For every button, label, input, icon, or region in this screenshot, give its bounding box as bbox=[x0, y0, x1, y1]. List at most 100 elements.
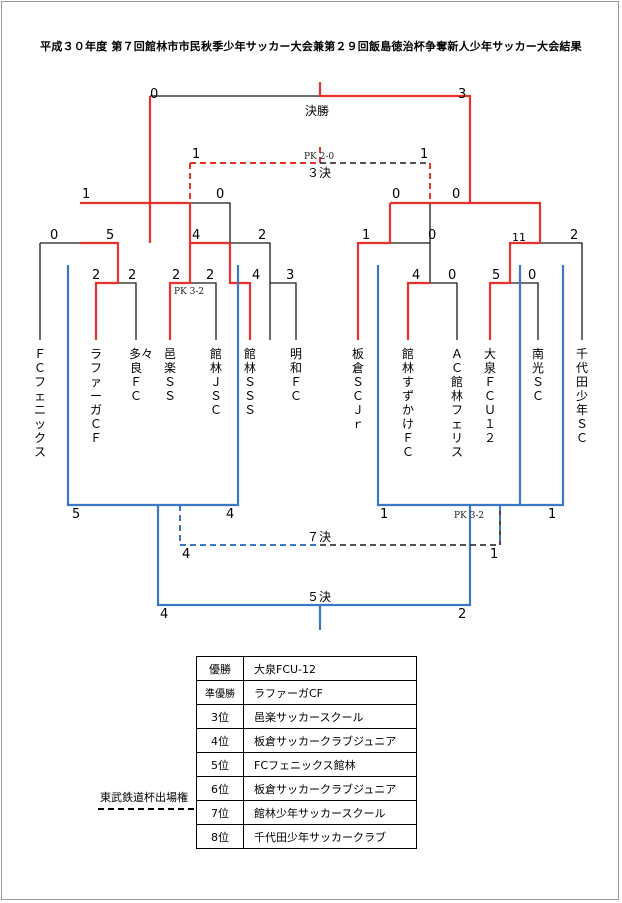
third-place-label: ３決 bbox=[307, 166, 332, 180]
score-cons-right-left: 1 bbox=[380, 507, 389, 522]
final-winner-path bbox=[318, 82, 472, 203]
qf2-right-arm bbox=[230, 242, 271, 340]
seventh-place-label: ７決 bbox=[307, 530, 332, 544]
page-title: 平成３０年度 第７回館林市市民秋季少年サッカー大会兼第２９回飯島徳治杯争奪新人少… bbox=[40, 40, 582, 53]
team-tatebayashi-sss: 館林ＳＳＳ bbox=[243, 347, 256, 417]
score-cons-right-right: 1 bbox=[548, 507, 557, 522]
cons-right-right-arm bbox=[520, 265, 565, 507]
seventh-left-dash bbox=[179, 505, 320, 546]
team-cell: 大泉FCU-12 bbox=[243, 656, 417, 681]
seventh-pk-note: PK 3-2 bbox=[454, 511, 485, 521]
score-qf4-left: 11 bbox=[512, 231, 526, 244]
team-cell: ラファーガCF bbox=[243, 680, 417, 705]
score-fifth-right: 2 bbox=[458, 607, 467, 622]
score-qf3-left: 1 bbox=[362, 228, 371, 243]
score-seventh-left: 4 bbox=[182, 547, 191, 562]
score-qf2-left: 4 bbox=[192, 228, 201, 243]
rank-cell: 3位 bbox=[196, 704, 244, 729]
table-row: 優勝大泉FCU-12 bbox=[196, 656, 417, 681]
score-sf-left-right: 0 bbox=[216, 187, 225, 202]
score-seventh-right: 1 bbox=[490, 547, 499, 562]
score-final-left: 0 bbox=[150, 87, 159, 102]
fifth-place-label: ５決 bbox=[307, 590, 332, 604]
team-ora-ss: 邑楽ＳＳ bbox=[163, 347, 176, 403]
r1-pk-note: PK 3-2 bbox=[174, 287, 205, 297]
team-meiwa-fc: 明和ＦＣ bbox=[289, 347, 302, 403]
team-cell: 館林少年サッカースクール bbox=[243, 800, 417, 825]
team-cell: 板倉サッカークラブジュニア bbox=[243, 776, 417, 801]
rank-cell: 8位 bbox=[196, 824, 244, 849]
score-third-left: 1 bbox=[192, 147, 201, 162]
cons-left-right-arm bbox=[158, 265, 240, 507]
team-oizumi-fcu12: 大泉ＦＣＵ１２ bbox=[483, 347, 496, 445]
score-r1b-left: 2 bbox=[172, 268, 181, 283]
team-cell: 板倉サッカークラブジュニア bbox=[243, 728, 417, 753]
rank-cell: 5位 bbox=[196, 752, 244, 777]
team-ac-tatebayashi-felice: ＡＣ館林フェリス bbox=[450, 347, 463, 459]
score-sf-left-left: 1 bbox=[82, 187, 91, 202]
fifth-place-path bbox=[66, 265, 522, 607]
score-qf4-right: 2 bbox=[570, 228, 579, 243]
table-row: 8位千代田少年サッカークラブ bbox=[196, 824, 417, 849]
score-r1c-right: 3 bbox=[286, 268, 295, 283]
score-final-right: 3 bbox=[458, 87, 467, 102]
score-sf-right-right: 0 bbox=[452, 187, 461, 202]
r1b-right-arm bbox=[190, 282, 217, 340]
score-qf3-right: 0 bbox=[428, 228, 437, 243]
score-r1a-right: 2 bbox=[128, 268, 137, 283]
rank-cell: 6位 bbox=[196, 776, 244, 801]
rank-cell: 4位 bbox=[196, 728, 244, 753]
score-qf2-right: 2 bbox=[258, 228, 267, 243]
score-r1b-right: 2 bbox=[206, 268, 215, 283]
rafaga-path bbox=[80, 241, 120, 340]
r1e-right-arm bbox=[510, 282, 539, 340]
third-pk-note: PK 2-0 bbox=[304, 152, 335, 162]
team-fc-phoenix: ＦＣフェニックス bbox=[33, 347, 46, 459]
score-cons-left-left: 5 bbox=[72, 507, 81, 522]
third-left-dash bbox=[190, 145, 321, 164]
team-tatebayashi-jsc: 館林ＪＳＣ bbox=[209, 347, 222, 417]
rank-cell: 準優勝 bbox=[196, 680, 244, 705]
itakura-path bbox=[356, 203, 392, 340]
score-r1d-left: 4 bbox=[412, 268, 421, 283]
table-row: 3位邑楽サッカースクール bbox=[196, 704, 417, 729]
ora-path bbox=[168, 243, 192, 340]
results-table: 優勝大泉FCU-12 準優勝ラファーガCF 3位邑楽サッカースクール 4位板倉サ… bbox=[196, 656, 417, 849]
score-third-right: 1 bbox=[420, 147, 429, 162]
qf4-right-arm bbox=[540, 242, 583, 340]
team-nanko-sc: 南光ＳＣ bbox=[531, 347, 544, 403]
score-fifth-left: 4 bbox=[160, 607, 169, 622]
score-cons-left-right: 4 bbox=[226, 507, 235, 522]
oizumi-path bbox=[488, 241, 540, 340]
table-row: 7位館林少年サッカースクール bbox=[196, 800, 417, 825]
final-label: 決勝 bbox=[305, 104, 330, 118]
score-r1e-right: 0 bbox=[528, 268, 537, 283]
score-r1d-right: 0 bbox=[448, 268, 457, 283]
suzukake-path bbox=[406, 281, 430, 340]
team-suzukake-fc: 館林すずかけＦＣ bbox=[401, 347, 414, 459]
rank-cell: 優勝 bbox=[196, 656, 244, 681]
semifinal-right-winner bbox=[470, 201, 542, 243]
table-row: 6位板倉サッカークラブジュニア bbox=[196, 776, 417, 801]
team-rafaga-cf: ラファーガＣＦ bbox=[89, 347, 102, 445]
team-chiyoda-sc: 千代田少年ＳＣ bbox=[575, 347, 588, 445]
score-qf1-right: 5 bbox=[106, 228, 115, 243]
score-r1e-left: 5 bbox=[492, 268, 501, 283]
seventh-right-dash bbox=[320, 505, 501, 546]
r1c-right-arm bbox=[270, 282, 297, 340]
tatebayashi-sss-path bbox=[228, 243, 252, 340]
qualification-note: 東武鉄道杯出場権 bbox=[100, 791, 188, 804]
r1a-right-arm bbox=[118, 282, 137, 340]
score-r1c-left: 4 bbox=[252, 268, 261, 283]
score-qf1-left: 0 bbox=[50, 228, 59, 243]
table-row: 準優勝ラファーガCF bbox=[196, 680, 417, 705]
cons-right-left-arm bbox=[376, 265, 470, 507]
semifinal-left-winner bbox=[80, 201, 152, 243]
rank-cell: 7位 bbox=[196, 800, 244, 825]
team-tatara-fc: 多々良ＦＣ bbox=[129, 347, 154, 403]
team-cell: FCフェニックス館林 bbox=[243, 752, 417, 777]
team-itakura-scjr: 板倉ＳＣＪｒ bbox=[351, 347, 364, 431]
